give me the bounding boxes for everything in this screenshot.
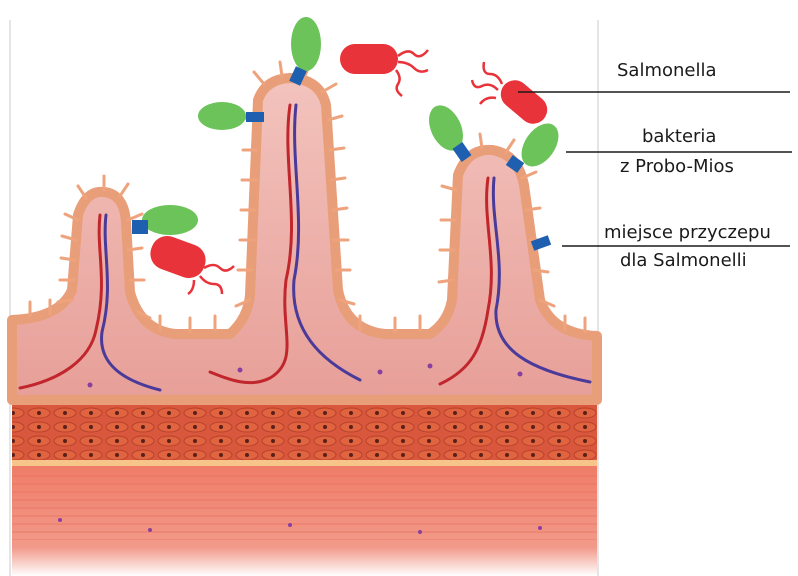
lower-tissue-layer [12,462,597,576]
label-probiotic-line1: bakteria [642,126,716,148]
probiotic-bacterium [506,117,566,174]
label-probiotic-line2: z Probo-Mios [620,156,734,178]
label-site-line2: dla Salmonelli [620,250,747,272]
salmonella-bacterium [146,231,234,294]
salmonella-bacterium [340,44,428,96]
label-site-line1: miejsce przyczepu [604,222,771,244]
probiotic-bacterium [422,100,471,162]
label-salmonella: Salmonella [617,60,717,82]
probiotic-bacterium [132,205,198,235]
muscle-cell-layer [12,398,597,460]
salmonella-bacterium [472,62,553,129]
